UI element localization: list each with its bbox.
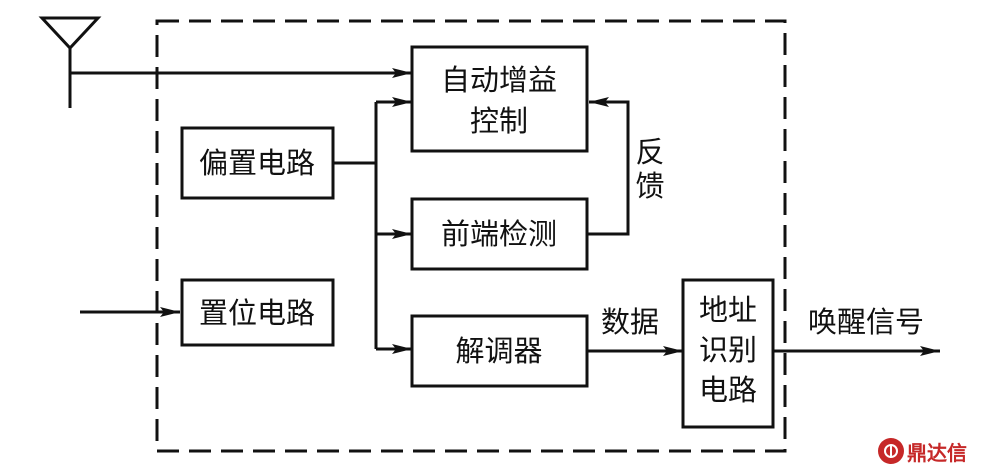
- data-label: 数据: [601, 305, 659, 339]
- demodulator-block: 解调器: [410, 314, 589, 388]
- frontend-detect-label: 前端检测: [441, 217, 557, 251]
- feedback-label-line1: 反: [635, 135, 664, 169]
- demodulator-label: 解调器: [455, 334, 542, 368]
- bias-circuit-block: 偏置电路: [180, 126, 335, 200]
- chip-boundary: [155, 19, 787, 453]
- address-label-line3: 电路: [699, 373, 757, 407]
- antenna-icon: [38, 16, 102, 108]
- agc-label-line1: 自动增益: [441, 63, 557, 97]
- bias-distribution-lines: [333, 102, 378, 349]
- reset-circuit-block: 置位电路: [180, 278, 335, 347]
- reset-circuit-label: 置位电路: [199, 296, 315, 330]
- logo-mark-icon: [878, 438, 904, 464]
- feedback-line: [587, 97, 630, 236]
- address-label-line2: 识别: [699, 333, 757, 367]
- bias-circuit-label: 偏置电路: [199, 146, 315, 180]
- feedback-label-line2: 馈: [635, 169, 664, 203]
- frontend-detect-block: 前端检测: [410, 197, 589, 271]
- agc-label-line2: 控制: [470, 104, 528, 138]
- agc-block: 自动增益 控制: [410, 45, 589, 153]
- watermark-logo: 鼎达信: [878, 436, 978, 466]
- address-recognition-block: 地址 识别 电路: [681, 278, 775, 429]
- address-label-line1: 地址: [699, 293, 757, 327]
- watermark-text: 鼎达信: [907, 440, 967, 465]
- wakeup-signal-label: 唤醒信号: [808, 305, 924, 339]
